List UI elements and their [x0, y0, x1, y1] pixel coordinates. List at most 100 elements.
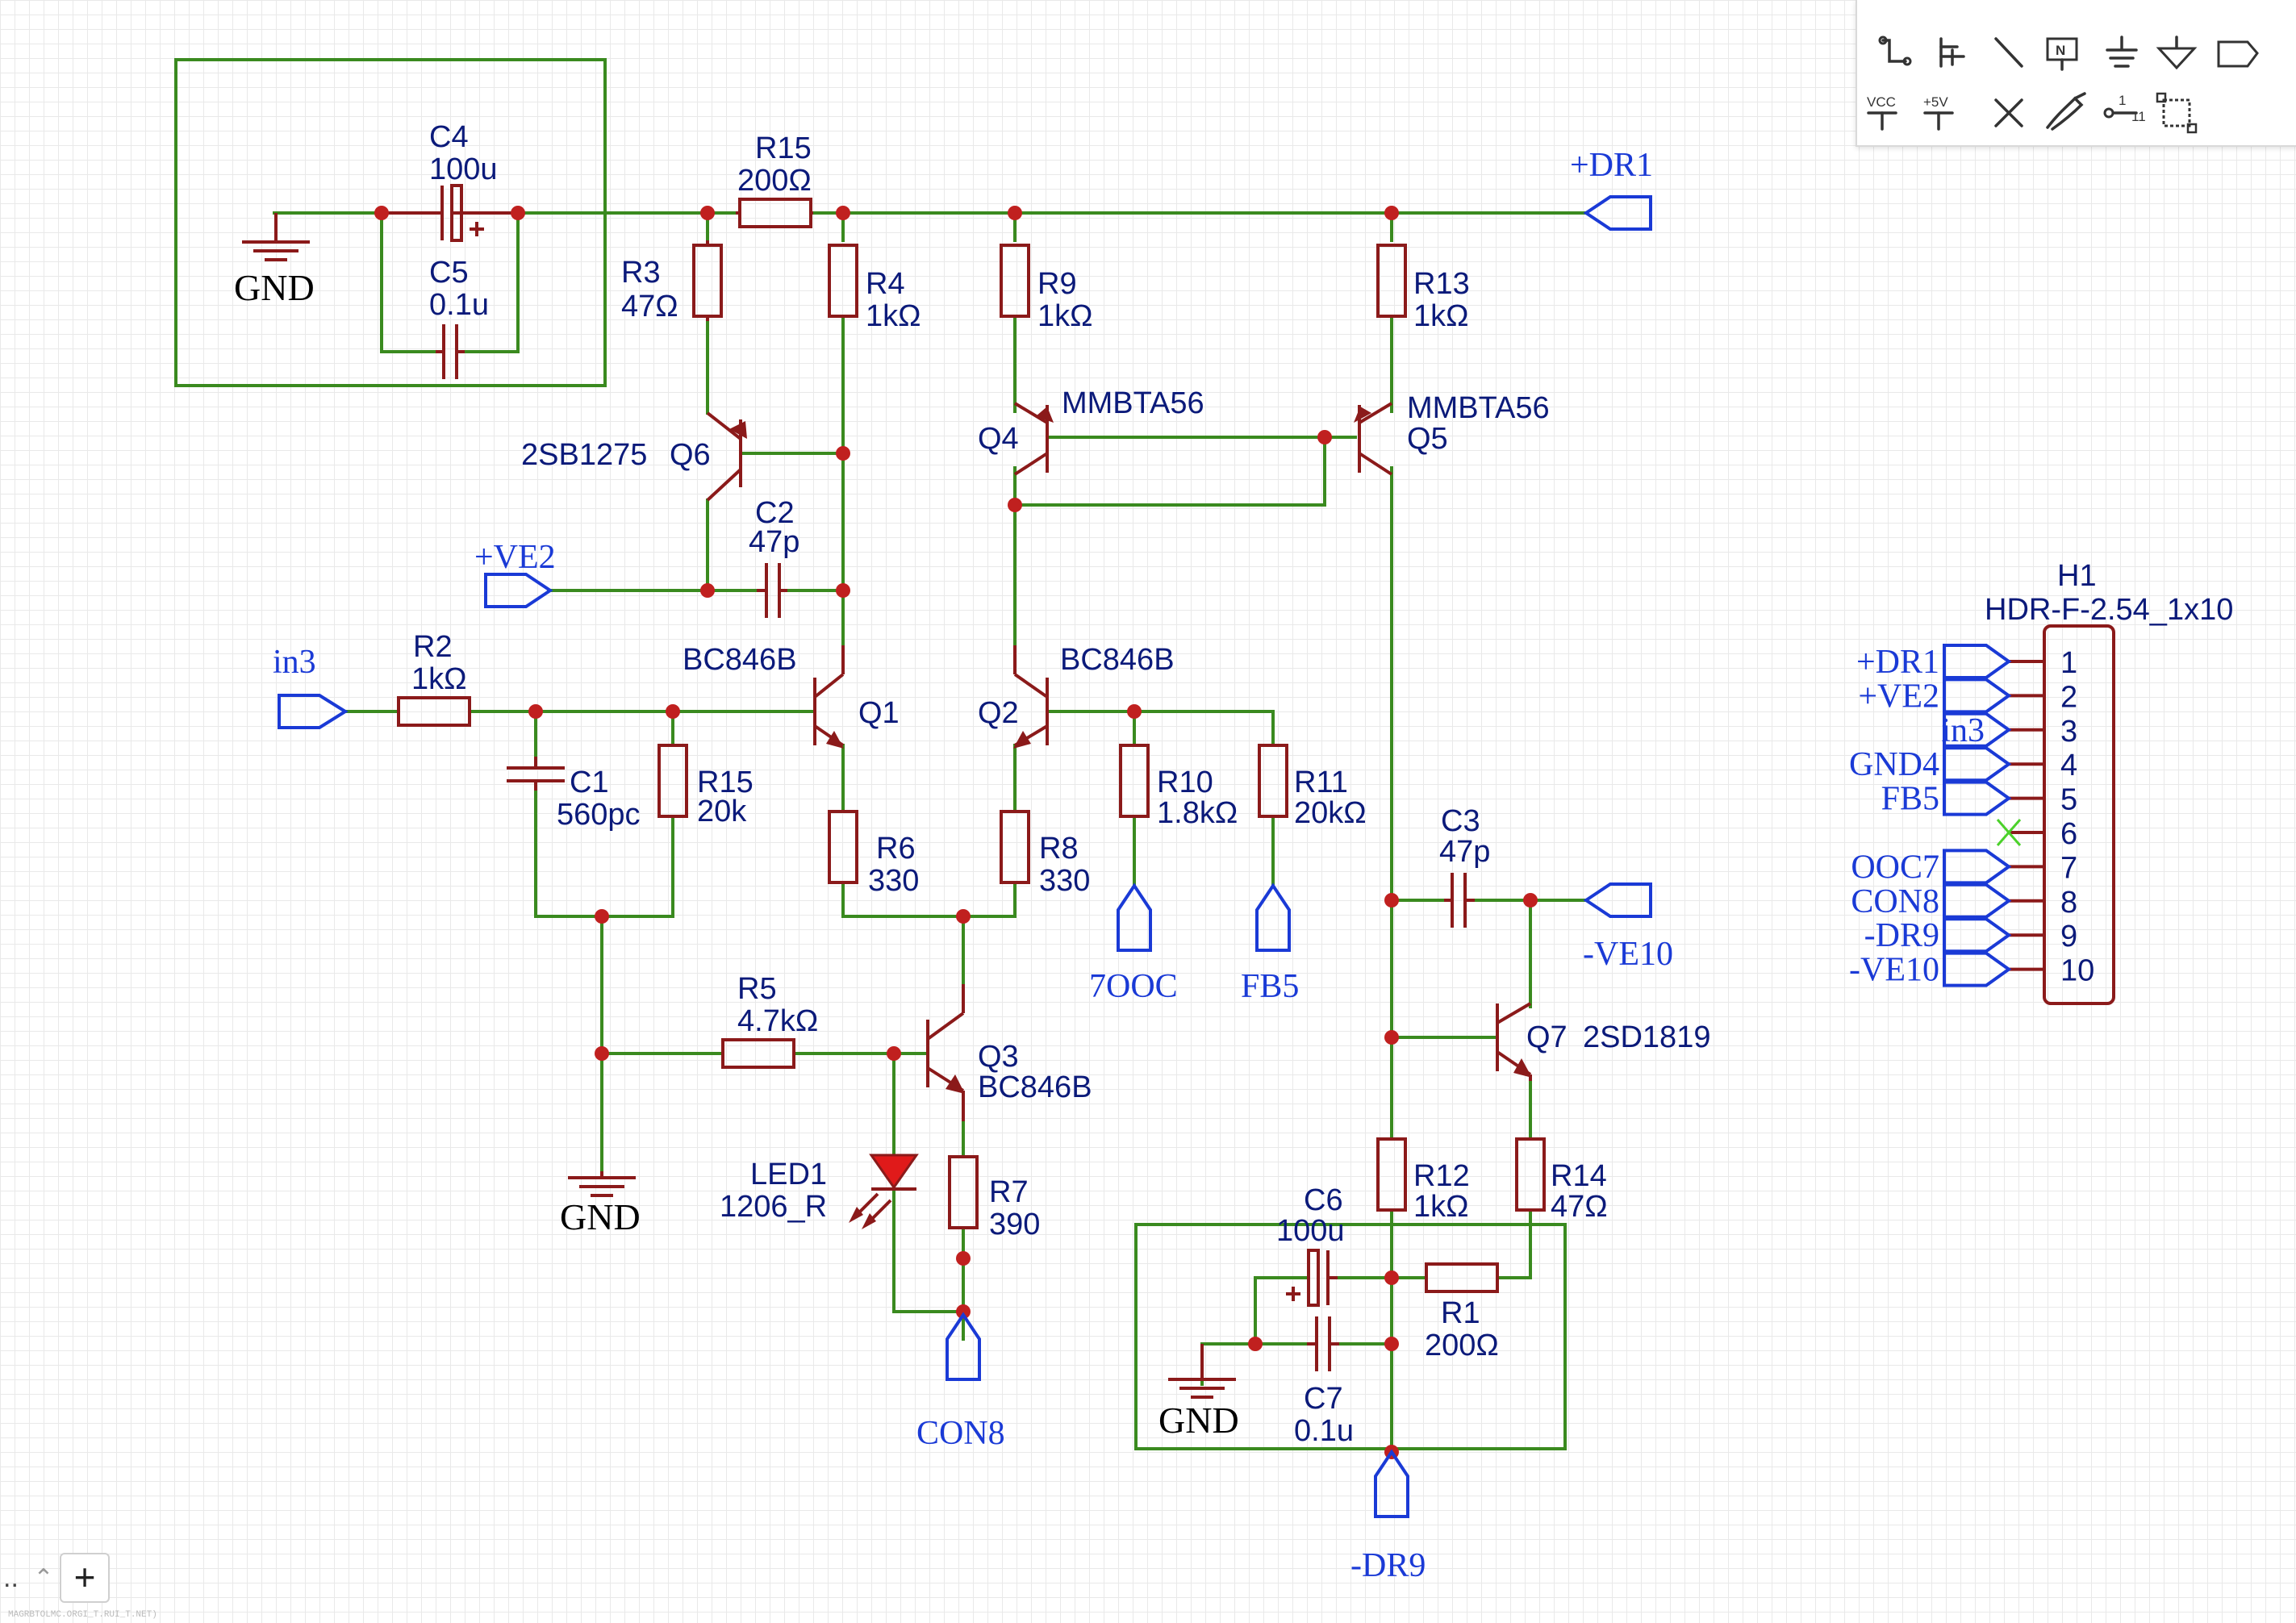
ground-arrow-tool-icon[interactable] — [2156, 35, 2198, 70]
resistor-R6[interactable] — [828, 810, 858, 884]
capacitor-C2[interactable] — [757, 563, 787, 618]
net-label-tool-icon[interactable]: N — [2046, 37, 2078, 71]
value-C2: 47p — [749, 525, 799, 559]
add-sheet-button[interactable]: + — [60, 1553, 110, 1603]
transistor-Q6[interactable] — [706, 411, 747, 502]
value-R14: 47Ω — [1551, 1190, 1608, 1224]
net-port-ve2-plus[interactable] — [484, 573, 553, 608]
value-R5: 4.7kΩ — [737, 1004, 818, 1038]
chevron-up-icon[interactable]: ⌃ — [33, 1564, 54, 1592]
svg-text:+5V: +5V — [1923, 94, 1948, 110]
header-net-label: in3 — [1941, 712, 1985, 749]
zoom-ellipsis[interactable]: .. — [3, 1562, 19, 1593]
header-net-label: CON8 — [1851, 883, 1939, 920]
svg-text:11: 11 — [2131, 109, 2146, 124]
header-pin-number: 2 — [2060, 680, 2077, 714]
transistor-Q1[interactable] — [813, 645, 845, 749]
header-H1[interactable] — [2043, 624, 2115, 1005]
value-R4: 1kΩ — [866, 299, 921, 333]
net-port-ve10-minus[interactable] — [1583, 882, 1652, 918]
header-net-ports[interactable] — [1943, 644, 2022, 987]
probe-tool-icon[interactable] — [2046, 92, 2086, 131]
plus5v-tool-icon[interactable]: +5V — [1923, 94, 1954, 131]
no-connect-tool-icon[interactable] — [1994, 98, 2023, 127]
capacitor-C1[interactable] — [507, 757, 565, 791]
resistor-R8[interactable] — [1000, 810, 1030, 884]
transistor-Q2[interactable] — [1013, 645, 1049, 749]
header-net-port — [1943, 678, 2012, 714]
value-C4: 100u — [429, 152, 498, 186]
capacitor-C4[interactable] — [382, 184, 518, 242]
net-port-dr9-minus[interactable] — [1374, 1449, 1409, 1518]
vcc-tool-icon[interactable]: VCC — [1867, 94, 1897, 131]
ref-R3: R3 — [621, 256, 661, 290]
ref-R11: R11 — [1294, 766, 1348, 799]
resistor-R10[interactable] — [1119, 744, 1150, 818]
pin-tool-icon[interactable]: 111 — [2103, 93, 2146, 124]
capacitor-C3[interactable] — [1444, 873, 1475, 928]
ref-R8: R8 — [1039, 832, 1079, 866]
net-port-con8[interactable] — [946, 1312, 981, 1381]
resistor-R15a[interactable] — [736, 198, 813, 228]
value-R12: 1kΩ — [1413, 1190, 1469, 1224]
ref-H1: H1 — [2057, 559, 2097, 593]
ground-symbol-left — [568, 1171, 636, 1197]
ref-Q3: Q3 — [978, 1040, 1019, 1074]
header-pin-number: 1 — [2060, 646, 2077, 680]
header-net-port — [1943, 644, 2012, 679]
value-Q6: 2SB1275 — [521, 438, 647, 472]
capacitor-C5[interactable] — [436, 324, 465, 379]
ref-LED1: LED1 — [750, 1158, 827, 1191]
net-port-7ooc[interactable] — [1117, 882, 1152, 952]
header-pin-number: 4 — [2060, 749, 2077, 782]
net-port-fb5[interactable] — [1255, 882, 1291, 952]
header-net-port — [1943, 951, 2012, 987]
value-C5: 0.1u — [429, 288, 489, 322]
resistor-R1[interactable] — [1425, 1262, 1499, 1293]
value-R8: 330 — [1039, 864, 1090, 898]
ref-R13: R13 — [1413, 267, 1470, 301]
svg-text:1: 1 — [2119, 93, 2126, 108]
decoupling-box-top — [174, 58, 607, 387]
resistor-R14[interactable] — [1515, 1137, 1546, 1212]
transistor-Q3[interactable] — [926, 984, 965, 1121]
net-port-dr1-plus[interactable] — [1583, 195, 1652, 231]
gnd-label-top: GND — [234, 267, 315, 308]
resistor-R11[interactable] — [1258, 744, 1288, 818]
value-C7: 0.1u — [1294, 1414, 1354, 1448]
bus-tool-icon[interactable] — [1939, 37, 1965, 68]
ref-R2: R2 — [413, 630, 453, 664]
net-port-in3[interactable] — [278, 694, 349, 729]
value-R11: 20kΩ — [1294, 796, 1367, 830]
resistor-R7[interactable] — [948, 1155, 979, 1229]
ref-Q6: Q6 — [670, 438, 711, 472]
header-net-port — [1943, 746, 2012, 782]
net-port-tool-icon[interactable] — [2217, 40, 2259, 68]
transistor-Q4[interactable] — [1013, 402, 1054, 476]
resistor-R12[interactable] — [1376, 1137, 1407, 1212]
resistor-R15b[interactable] — [657, 744, 688, 818]
ground-tool-icon[interactable] — [2106, 35, 2138, 68]
resistor-R13[interactable] — [1376, 244, 1407, 318]
value-C3: 47p — [1439, 835, 1490, 869]
resistor-R5[interactable] — [721, 1038, 795, 1069]
line-tool-icon[interactable] — [1994, 37, 2023, 68]
led-LED1[interactable] — [849, 1154, 919, 1229]
group-tool-icon[interactable] — [2156, 92, 2198, 134]
transistor-Q7[interactable] — [1496, 1002, 1532, 1081]
value-LED1: 1206_R — [720, 1190, 827, 1224]
capacitor-C7[interactable] — [1307, 1316, 1339, 1371]
capacitor-C6[interactable] — [1286, 1249, 1338, 1307]
resistor-R3[interactable] — [692, 240, 723, 321]
wire-tool-icon[interactable] — [1878, 35, 1912, 66]
resistor-R2[interactable] — [397, 696, 471, 727]
transistor-Q5[interactable] — [1354, 402, 1393, 476]
ref-R9: R9 — [1037, 267, 1077, 301]
resistor-R9[interactable] — [1000, 244, 1030, 318]
header-pin-number: 7 — [2060, 851, 2077, 885]
value-R7: 390 — [989, 1208, 1040, 1241]
ref-Q2: Q2 — [978, 696, 1019, 730]
resistor-R4[interactable] — [828, 244, 858, 318]
header-net-label: GND4 — [1849, 746, 1939, 783]
